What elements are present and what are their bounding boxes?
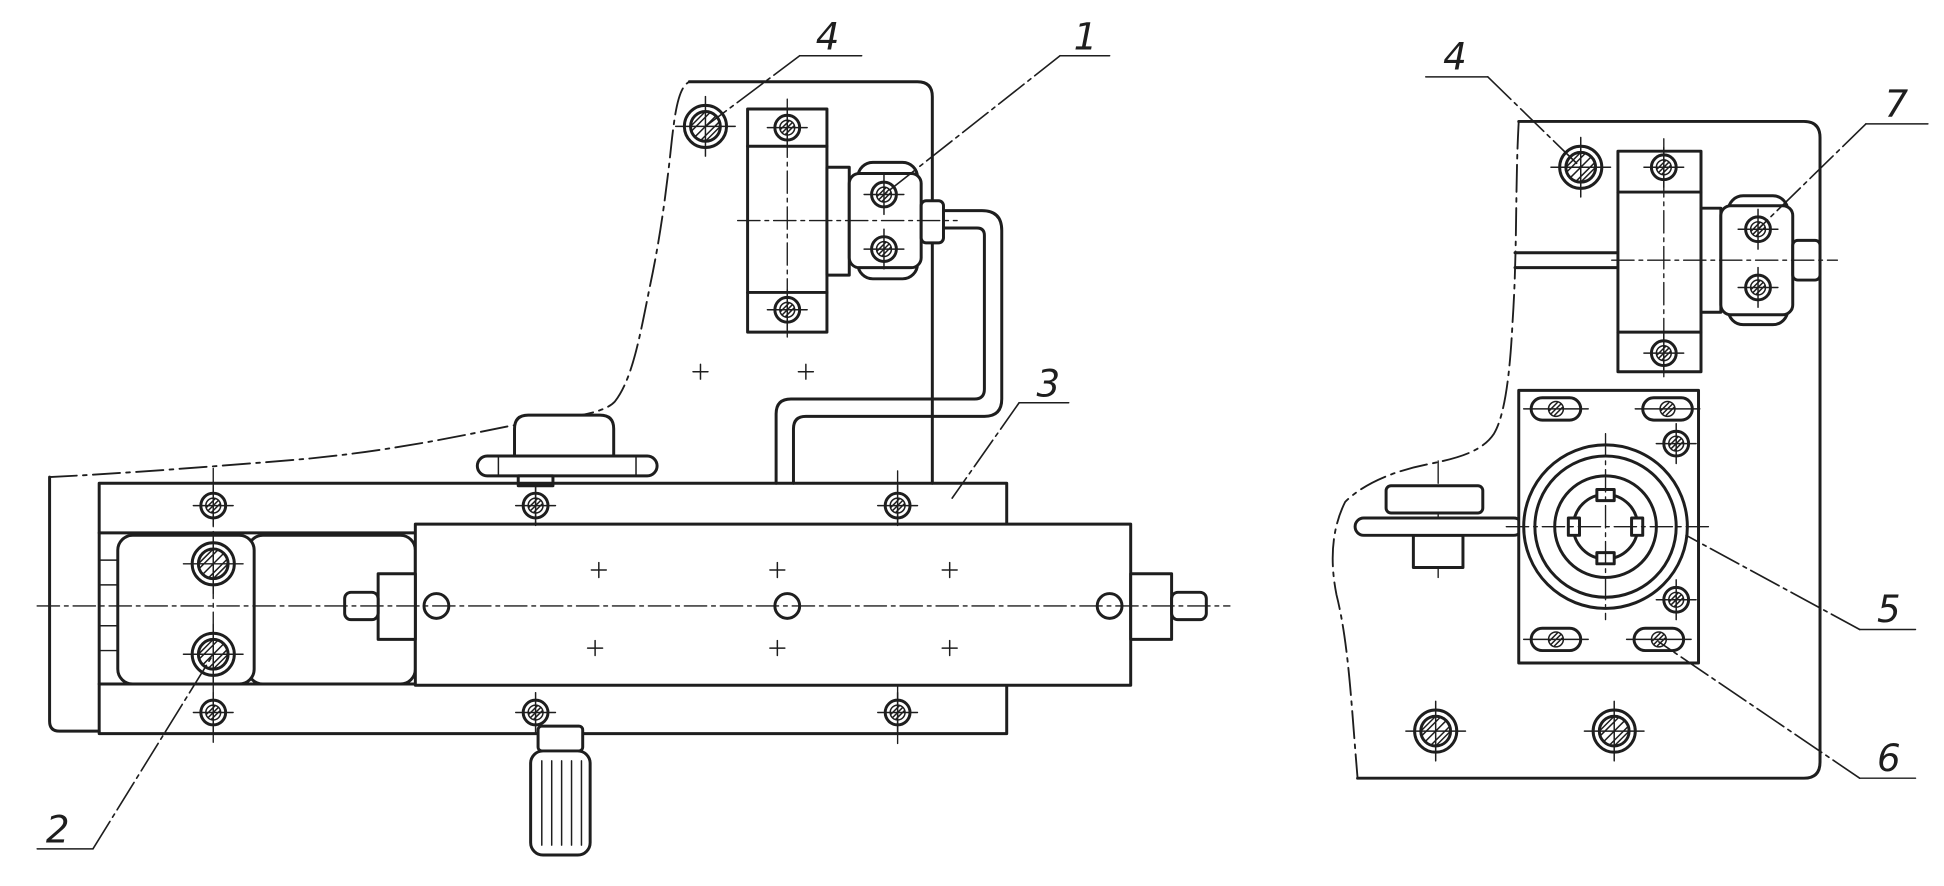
leader-line bbox=[704, 54, 801, 128]
callout-label-7: 7 bbox=[1884, 81, 1908, 125]
pin-bracket bbox=[1384, 484, 1485, 515]
callout-7: 7 bbox=[1757, 81, 1929, 231]
callout-3: 3 bbox=[951, 362, 1070, 499]
callout-label-2: 2 bbox=[46, 808, 70, 852]
side-plate-edge bbox=[1356, 119, 1822, 780]
callout-label-4: 4 bbox=[1443, 34, 1467, 78]
callout-4-right: 4 bbox=[1425, 34, 1582, 169]
callout-2: 2 bbox=[36, 653, 215, 852]
callout-6: 6 bbox=[1658, 641, 1917, 780]
leader-line bbox=[1685, 534, 1861, 631]
base-plate-break-line bbox=[48, 80, 691, 479]
actuator-rod bbox=[1513, 251, 1620, 270]
leader-line bbox=[92, 653, 215, 850]
left-view: 4 1 3 2 bbox=[36, 15, 1231, 857]
callout-4-left: 4 bbox=[704, 15, 863, 128]
leader-line bbox=[951, 401, 1020, 499]
rail-screws bbox=[182, 467, 919, 747]
callout-1: 1 bbox=[883, 15, 1111, 196]
right-view: 4 7 5 6 bbox=[1331, 34, 1929, 780]
switch-connector bbox=[919, 199, 945, 245]
tube bbox=[774, 209, 1004, 485]
pin-bracket bbox=[513, 413, 616, 458]
slotted-hole bbox=[1522, 396, 1590, 422]
slotted-hole bbox=[1633, 396, 1702, 422]
carriage-hole bbox=[773, 592, 802, 620]
base-plate-edge bbox=[687, 80, 934, 485]
side-plate bbox=[1331, 119, 1822, 780]
carriage bbox=[36, 522, 1231, 687]
callout-label-1: 1 bbox=[1074, 15, 1098, 59]
leader-line bbox=[1486, 76, 1582, 169]
leader-line bbox=[1757, 123, 1867, 231]
knurled-knob bbox=[529, 749, 592, 857]
callout-label-5: 5 bbox=[1877, 587, 1901, 631]
locating-pin bbox=[1353, 516, 1524, 537]
carriage-hole bbox=[422, 592, 451, 620]
slotted-hole bbox=[1522, 626, 1590, 653]
callout-5: 5 bbox=[1685, 534, 1917, 631]
callout-label-3: 3 bbox=[1036, 362, 1060, 406]
locating-pin bbox=[475, 454, 659, 478]
bearing-housing bbox=[1505, 433, 1715, 621]
carriage-body bbox=[413, 522, 1133, 687]
knob-neck bbox=[536, 724, 585, 753]
clamp-block-right bbox=[1616, 138, 1723, 380]
micro-switch-right bbox=[1611, 194, 1839, 327]
tube-outer-line bbox=[791, 209, 1004, 485]
tube-inner-line bbox=[774, 226, 986, 485]
locating-pin-assembly bbox=[475, 413, 659, 488]
slotted-hole bbox=[1625, 626, 1693, 653]
callout-label-6: 6 bbox=[1877, 736, 1901, 780]
callout-label-4: 4 bbox=[816, 15, 840, 59]
knurled-knob-assembly bbox=[529, 724, 592, 857]
base-plate bbox=[48, 80, 934, 733]
side-plate-break-line bbox=[1331, 120, 1520, 780]
clamp-block-body bbox=[1616, 149, 1703, 374]
pin-support bbox=[1411, 533, 1465, 570]
leader-line bbox=[1658, 641, 1861, 779]
base-plate-left-edge bbox=[48, 475, 101, 733]
micro-switch-left bbox=[736, 160, 958, 281]
pin-assembly-right bbox=[1353, 460, 1524, 579]
leader-line bbox=[883, 54, 1061, 196]
carriage-hole bbox=[1095, 592, 1124, 620]
